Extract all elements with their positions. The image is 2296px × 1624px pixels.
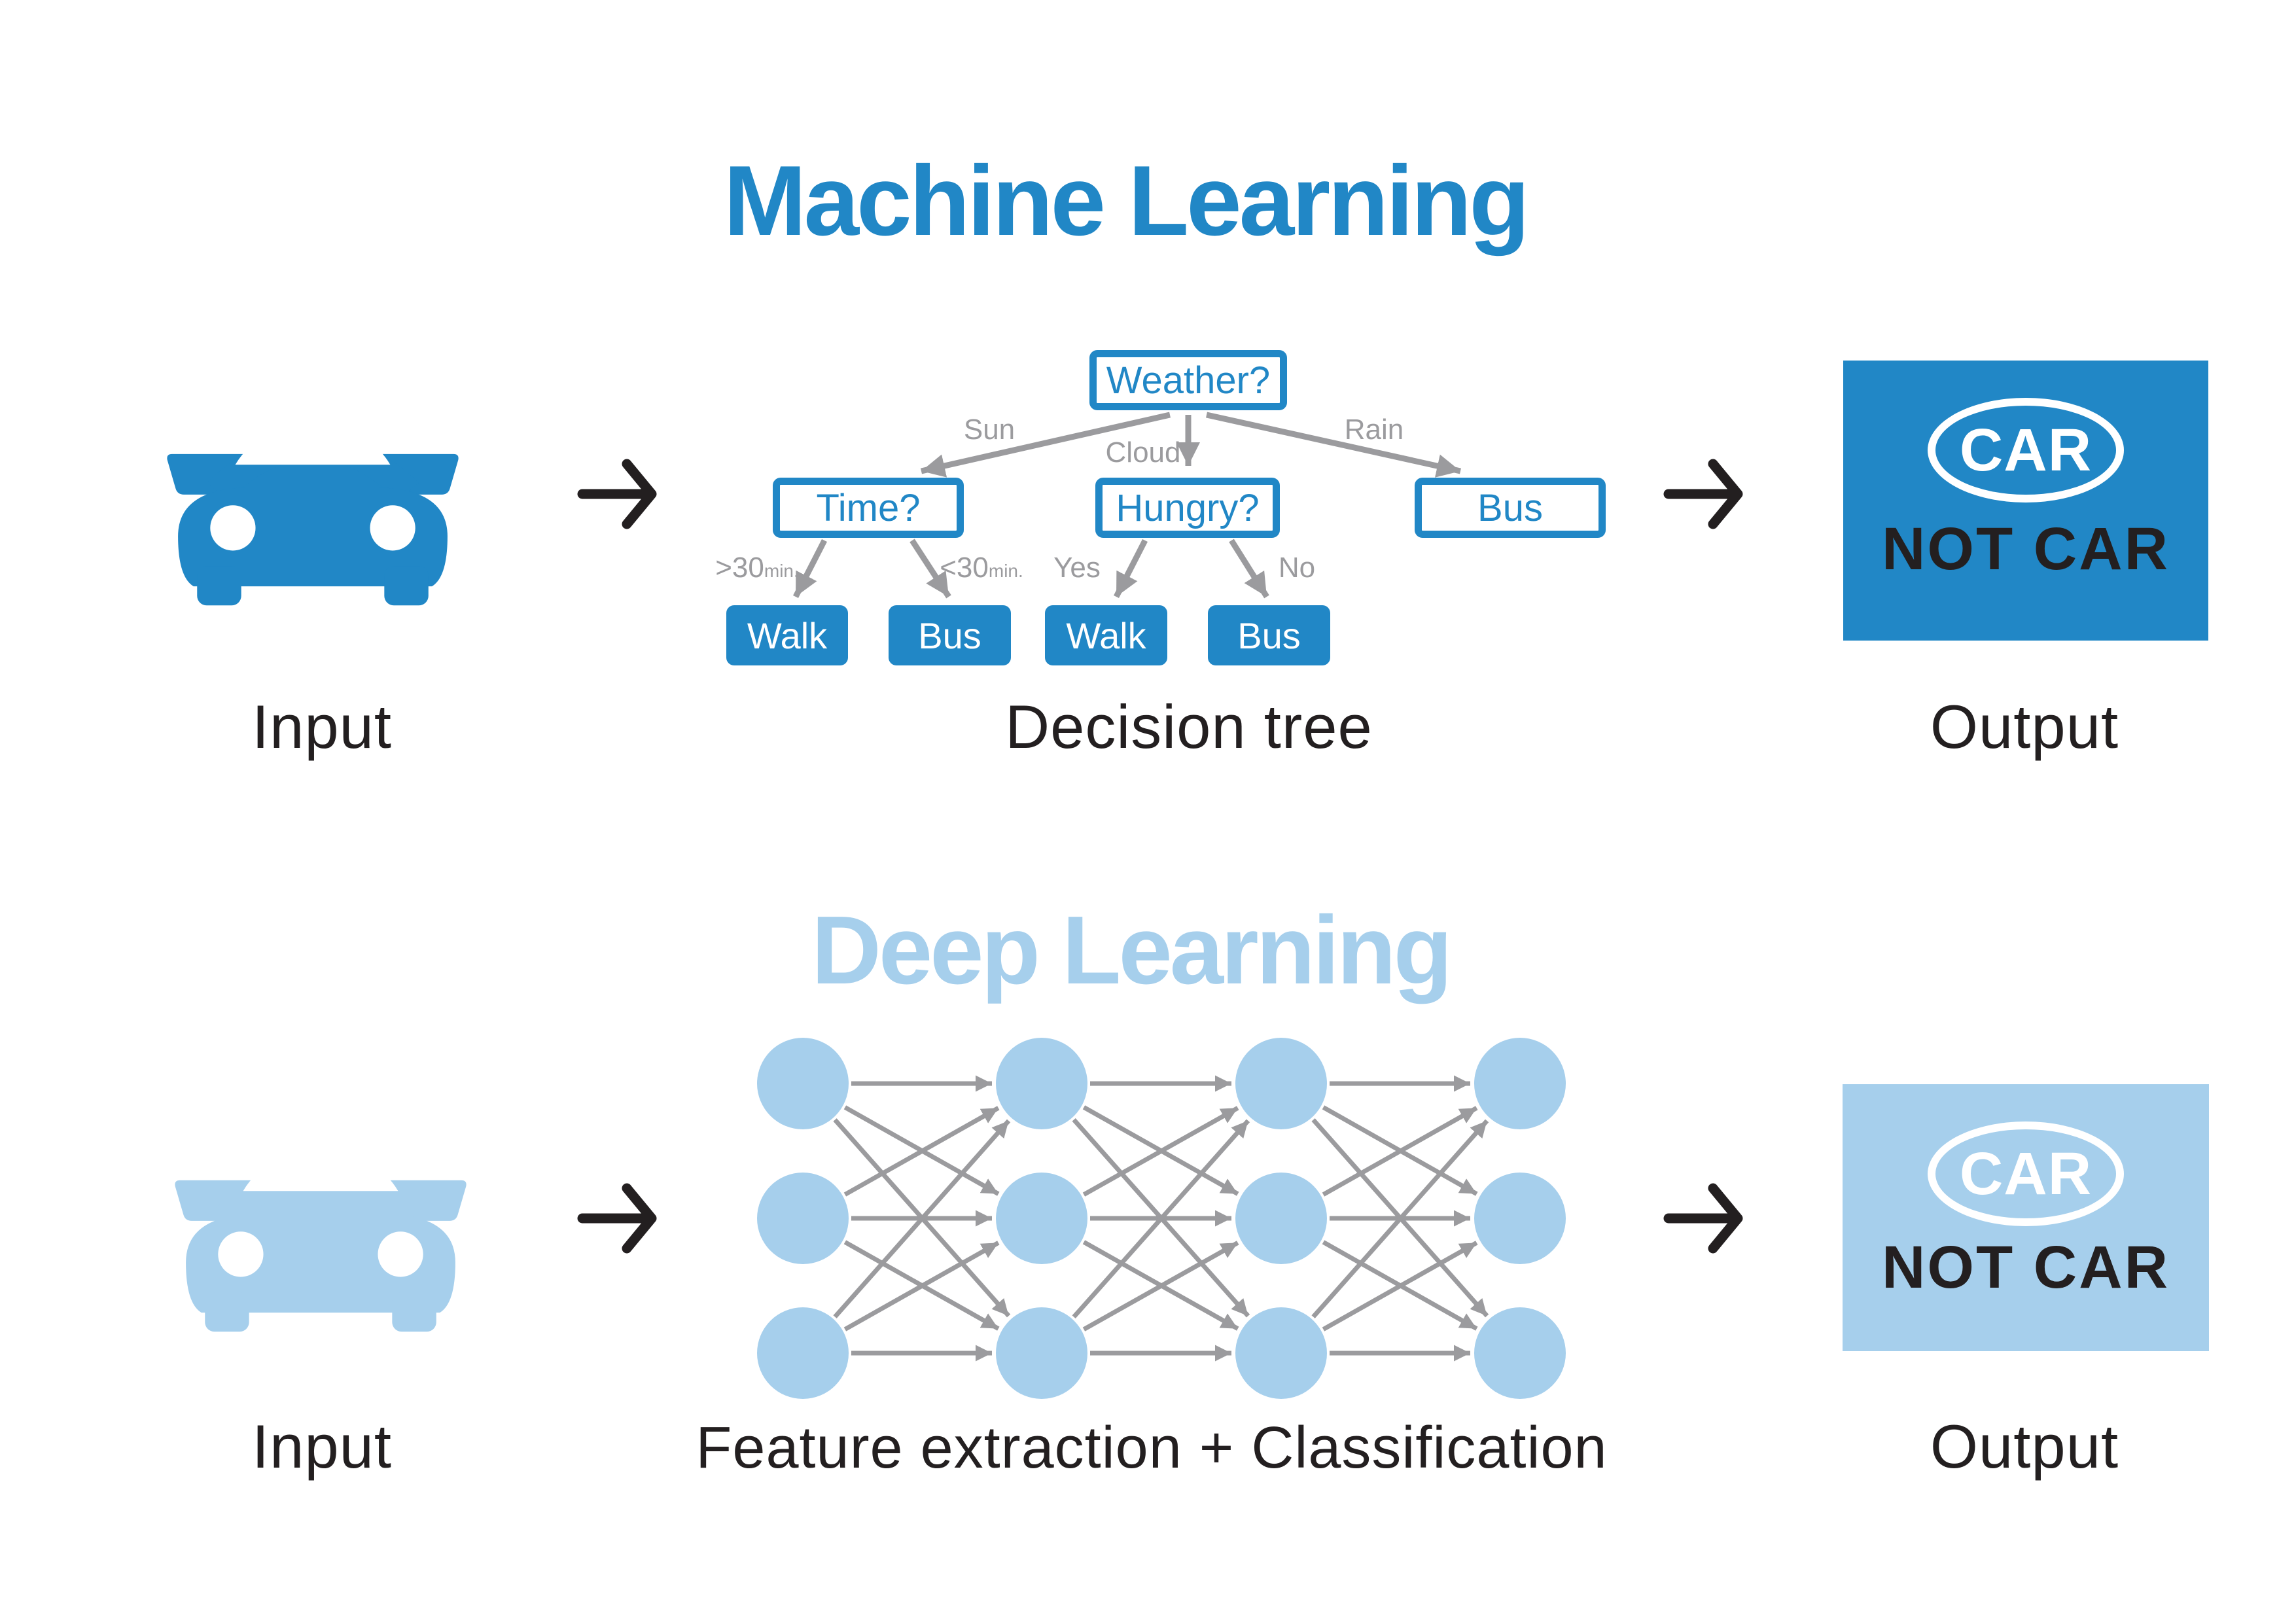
arrow-right-icon bbox=[1663, 459, 1743, 529]
tree-edge-label: Rain bbox=[1345, 414, 1404, 446]
network-node bbox=[996, 1173, 1087, 1264]
tree-edge-label: Sun bbox=[964, 414, 1015, 446]
network-node bbox=[1474, 1173, 1566, 1264]
edge-text: Sun bbox=[963, 414, 1016, 446]
tree-leaf-bus: Bus bbox=[889, 605, 1011, 665]
tree-leaf-label: Bus bbox=[918, 614, 981, 656]
tree-edge-label: <30min. bbox=[940, 552, 1023, 584]
car-oval-badge: CAR bbox=[1928, 1121, 2124, 1226]
not-car-text: NOT CAR bbox=[1881, 1234, 2170, 1301]
network-node bbox=[1474, 1307, 1566, 1399]
edge-text: Yes bbox=[1053, 552, 1101, 584]
network-node bbox=[1235, 1307, 1327, 1399]
not-car-text: NOT CAR bbox=[1881, 516, 2170, 582]
tree-leaf-label: Walk bbox=[747, 614, 828, 656]
neural-network bbox=[757, 1038, 1566, 1399]
tree-edge-label: >30min. bbox=[715, 552, 799, 584]
network-node bbox=[996, 1307, 1087, 1399]
tree-node-weather: Weather? bbox=[1089, 350, 1287, 410]
deep-learning-title: Deep Learning bbox=[811, 896, 1453, 1004]
tree-node-label: Bus bbox=[1477, 486, 1543, 529]
tree-node-label: Weather? bbox=[1106, 359, 1271, 402]
ml-output-card: CAR NOT CAR bbox=[1843, 361, 2208, 641]
network-node bbox=[757, 1173, 849, 1264]
dl-output-card: CAR NOT CAR bbox=[1843, 1084, 2209, 1351]
edge-text: Cloud bbox=[1105, 436, 1181, 468]
edge-text: No bbox=[1278, 552, 1316, 584]
car-badge-text: CAR bbox=[1959, 416, 2093, 484]
network-node bbox=[1235, 1038, 1327, 1129]
arrow-right-icon bbox=[577, 459, 657, 529]
car-badge-text: CAR bbox=[1959, 1140, 2093, 1207]
car-icon bbox=[160, 1099, 482, 1340]
edge-text-sub: min. bbox=[764, 561, 799, 581]
tree-leaf-bus: Bus bbox=[1208, 605, 1330, 665]
ml-output-label: Output bbox=[1930, 692, 2119, 761]
tree-node-time: Time? bbox=[773, 478, 964, 538]
ml-input-label: Input bbox=[251, 692, 393, 761]
machine-learning-title: Machine Learning bbox=[723, 145, 1530, 256]
tree-leaf-label: Bus bbox=[1237, 614, 1301, 656]
tree-edge-label: Yes bbox=[1053, 552, 1101, 584]
flow-arrows bbox=[577, 459, 1743, 1254]
tree-edge-label: No bbox=[1279, 552, 1315, 584]
network-node bbox=[1474, 1038, 1566, 1129]
ml-process-label: Decision tree bbox=[1005, 692, 1373, 761]
network-node bbox=[1235, 1173, 1327, 1264]
dl-output-label: Output bbox=[1930, 1412, 2119, 1481]
car-icon bbox=[152, 373, 474, 614]
tree-node-bus: Bus bbox=[1415, 478, 1606, 538]
tree-leaf-walk: Walk bbox=[726, 605, 848, 665]
tree-leaf-label: Walk bbox=[1066, 614, 1146, 656]
edge-text: <30 bbox=[940, 552, 989, 584]
tree-edge-label: Cloud bbox=[1106, 436, 1181, 469]
edge-text-sub: min. bbox=[988, 561, 1023, 581]
tree-node-hungry: Hungry? bbox=[1095, 478, 1280, 538]
tree-leaf-walk: Walk bbox=[1045, 605, 1167, 665]
dl-input-label: Input bbox=[251, 1412, 393, 1481]
car-oval-badge: CAR bbox=[1928, 398, 2124, 503]
arrow-right-icon bbox=[1663, 1183, 1743, 1254]
tree-node-label: Time? bbox=[816, 486, 921, 529]
decision-tree-edges bbox=[792, 412, 1461, 599]
network-node bbox=[757, 1038, 849, 1129]
dl-process-label: Feature extraction + Classification bbox=[696, 1415, 1608, 1481]
edge-text: >30 bbox=[715, 552, 764, 584]
arrow-right-icon bbox=[577, 1183, 657, 1254]
network-node bbox=[996, 1038, 1087, 1129]
edge-text: Rain bbox=[1344, 414, 1404, 446]
tree-node-label: Hungry? bbox=[1116, 486, 1260, 529]
network-node bbox=[757, 1307, 849, 1399]
